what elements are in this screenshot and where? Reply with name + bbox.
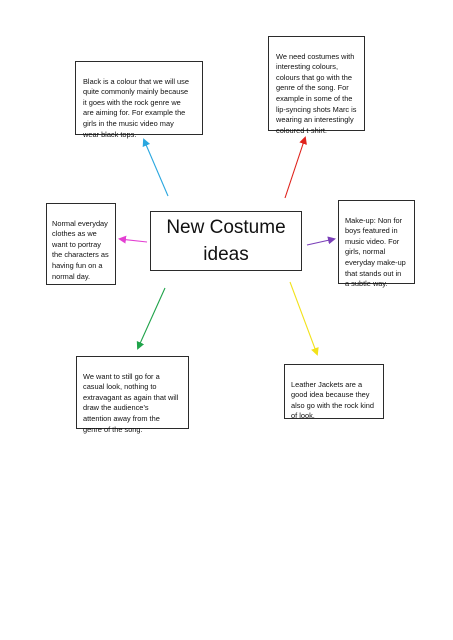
note-left: Normal everyday clothes as we want to po… — [46, 203, 116, 285]
arrow-top-right — [284, 136, 307, 199]
note-top-right: We need costumes with interesting colour… — [268, 36, 365, 135]
note-right: Make-up: Non for boys featured in music … — [338, 200, 415, 288]
central-topic-title: New Costume ideas — [166, 217, 286, 265]
note-bottom-left: We want to still go for a casual look, n… — [76, 356, 189, 434]
arrow-right — [306, 236, 336, 246]
note-top-left-text: Black is a colour that we will use quite… — [83, 76, 189, 139]
note-left-text: Normal everyday clothes as we want to po… — [52, 218, 109, 281]
note-top-left: Black is a colour that we will use quite… — [75, 61, 203, 139]
note-right-text: Make-up: Non for boys featured in music … — [345, 215, 406, 289]
central-topic: New Costume ideas — [150, 211, 302, 271]
note-bottom-right: Leather Jackets are a good idea because … — [284, 364, 384, 421]
note-bottom-right-text: Leather Jackets are a good idea because … — [291, 379, 374, 421]
note-top-right-text: We need costumes with interesting colour… — [276, 51, 357, 135]
arrow-top-left — [142, 138, 169, 197]
arrow-left — [118, 235, 148, 244]
arrow-bottom-left — [136, 287, 166, 350]
arrow-bottom-right — [289, 281, 319, 356]
note-bottom-left-text: We want to still go for a casual look, n… — [83, 371, 179, 434]
